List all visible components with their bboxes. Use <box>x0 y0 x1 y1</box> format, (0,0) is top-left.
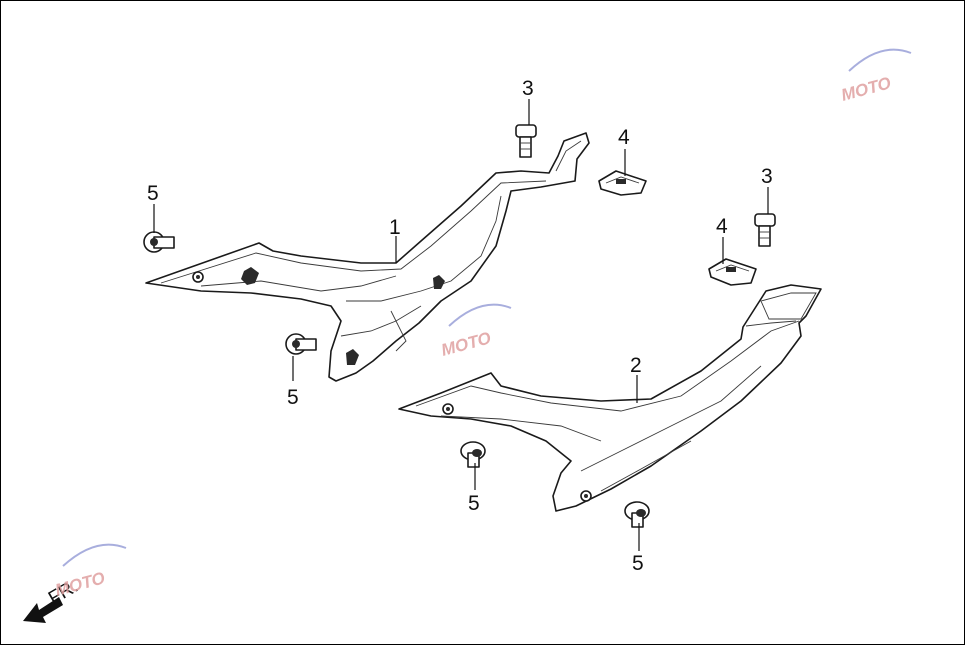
watermark-center: MOTO <box>439 303 512 360</box>
callout-4b: 4 <box>716 215 728 238</box>
part-1-left-cover <box>145 132 590 382</box>
watermark-text: MOTO <box>839 73 893 104</box>
part-5-screw-b <box>285 333 317 355</box>
swoosh-icon <box>62 543 127 567</box>
leader-lines <box>153 99 769 551</box>
callout-2: 2 <box>630 354 642 377</box>
callout-5a: 5 <box>147 182 159 205</box>
watermark-bottom-left: MOTO <box>53 543 127 600</box>
callout-5b: 5 <box>287 386 299 409</box>
callout-3a: 3 <box>522 77 534 100</box>
callout-5d: 5 <box>632 552 644 575</box>
callout-4a: 4 <box>618 126 630 149</box>
part-3-bolt-left <box>515 124 537 158</box>
part-5-screw-c <box>460 441 486 468</box>
front-arrow-icon <box>23 597 63 623</box>
part-4-clip-left <box>598 170 647 196</box>
part-5-screw-a <box>143 231 175 253</box>
part-5-screw-d <box>624 501 650 528</box>
swoosh-icon <box>848 48 912 72</box>
part-2-right-cover <box>398 284 822 512</box>
callout-5c: 5 <box>468 492 480 515</box>
part-3-bolt-right <box>754 213 776 247</box>
watermark-text: MOTO <box>439 328 493 359</box>
part-4-clip-right <box>708 258 757 286</box>
callout-1: 1 <box>389 216 401 239</box>
swoosh-icon <box>448 303 512 327</box>
watermark-top-right: MOTO <box>839 48 912 105</box>
callout-3b: 3 <box>761 165 773 188</box>
